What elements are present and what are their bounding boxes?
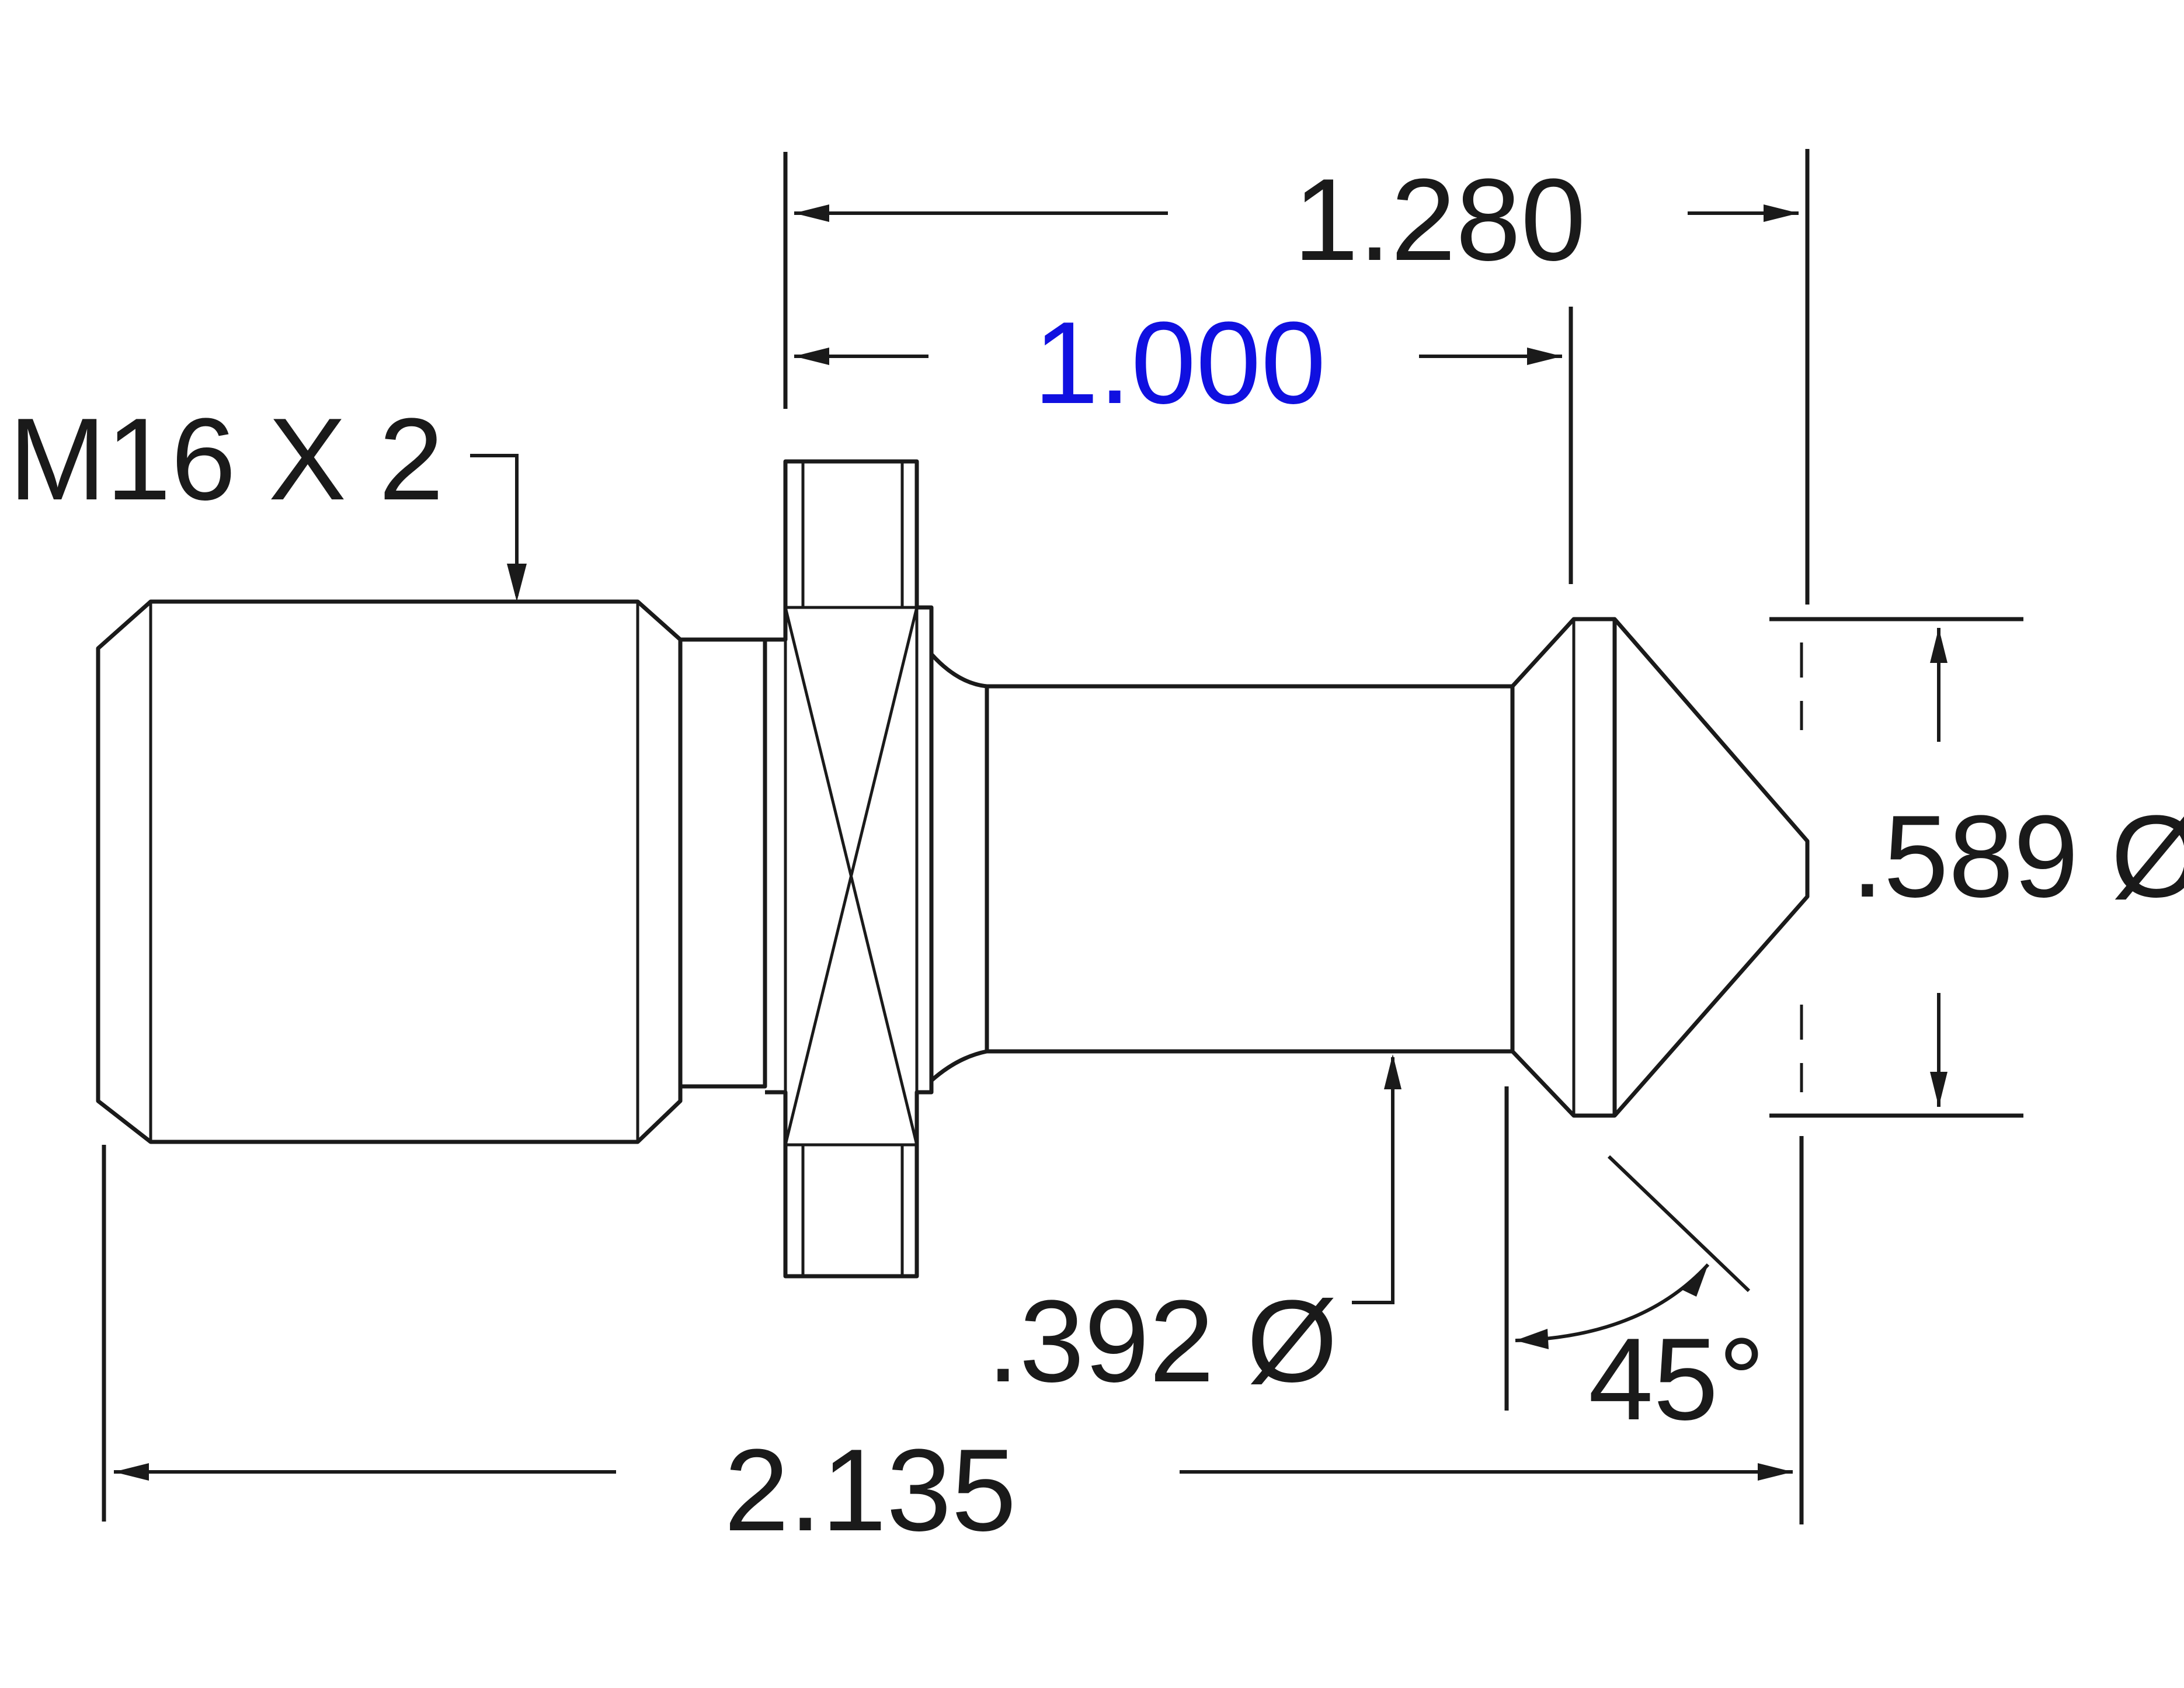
thread-relief [680,637,767,1089]
dimension-head-diameter: .589 Ø [1769,617,2184,1118]
head-diameter-label: .589 Ø [1851,791,2184,922]
neck-diameter-label: .392 Ø [987,1276,1337,1406]
dimension-neck-diameter: .392 Ø [987,1054,1401,1406]
part-outline [96,459,1810,1279]
shank-length-label: 1.000 [1034,298,1326,428]
dimension-cone-angle: 45° [1504,1086,1765,1444]
threaded-section [96,599,683,1144]
angle-label: 45° [1588,1314,1765,1444]
dimension-shank-length: 1.000 [794,298,1573,584]
flange [765,459,934,1279]
dimension-overall-length: 1.280 [783,149,1810,605]
retention-knob-head [1511,617,1810,1118]
total-length-label: 2.135 [724,1425,1017,1555]
thread-callout: M16 X 2 [9,394,527,602]
thread-spec-label: M16 X 2 [9,394,444,525]
shank-fillet [930,652,989,1082]
dimension-total-length: 2.135 [102,1136,1804,1555]
overall-length-label: 1.280 [1293,155,1586,285]
shank [985,684,1515,1054]
